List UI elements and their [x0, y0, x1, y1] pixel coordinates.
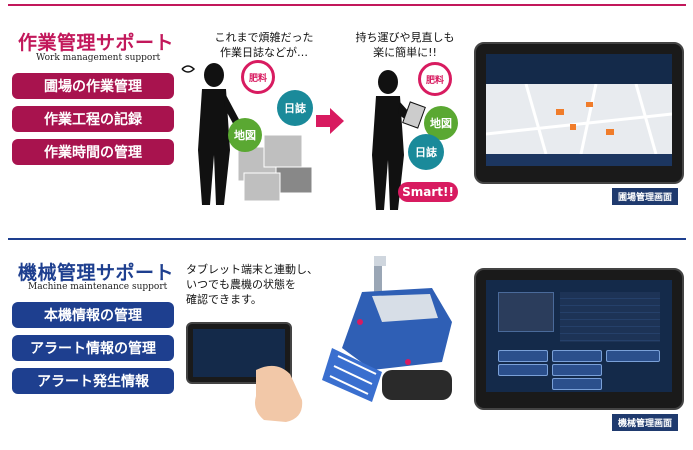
machine-section-subtitle: Machine maintenance support	[28, 282, 168, 292]
machine-screen-label: 機械管理画面	[612, 414, 679, 431]
machine-item-alert-occur: アラート発生情報	[12, 368, 174, 394]
screen-button-1[interactable]	[498, 350, 548, 362]
map-circle-right: 地図	[424, 106, 458, 140]
work-section-subtitle: Work management support	[36, 53, 161, 63]
screen-button-3[interactable]	[606, 350, 660, 362]
field-map-screen	[486, 54, 672, 166]
machine-section-title: 機械管理サポート	[18, 262, 175, 284]
diary-circle-right: 日誌	[408, 134, 444, 170]
field-screen-label: 圃場管理画面	[612, 188, 679, 205]
work-item-field: 圃場の作業管理	[12, 73, 174, 99]
smart-badge: Smart!!	[398, 182, 458, 202]
machine-item-info: 本機情報の管理	[12, 302, 174, 328]
machine-management-tablet	[474, 268, 684, 410]
fertilizer-icon-left: 肥料	[241, 60, 275, 94]
screen-button-2[interactable]	[552, 350, 602, 362]
screen-button-6[interactable]	[552, 378, 602, 390]
screen-button-5[interactable]	[552, 364, 602, 376]
screen-button-4[interactable]	[498, 364, 548, 376]
screen-footer	[486, 154, 672, 166]
map-roads	[486, 84, 672, 154]
fertilizer-icon-right: 肥料	[418, 62, 452, 96]
machine-spec-table	[560, 292, 660, 342]
combine-harvester-illustration	[322, 256, 452, 402]
person-illustration-right	[372, 70, 426, 210]
hand-illustration	[255, 365, 303, 422]
diary-circle-left: 日誌	[277, 90, 313, 126]
machine-info-screen	[486, 280, 672, 392]
work-section-title: 作業管理サポート	[18, 32, 175, 54]
work-item-time: 作業時間の管理	[12, 139, 174, 165]
caption-after: 持ち運びや見直しも 楽に簡単に!!	[355, 31, 455, 59]
machine-photo	[498, 292, 554, 332]
machine-caption: タブレット端末と連動し、 いつでも農機の状態を 確認できます。	[186, 263, 318, 306]
arrow-right-icon	[316, 108, 344, 134]
machine-item-alert-manage: アラート情報の管理	[12, 335, 174, 361]
screen-header	[486, 54, 672, 84]
bottom-divider	[8, 238, 686, 240]
top-divider	[8, 4, 686, 6]
caption-before: これまで煩雑だった 作業日誌などが…	[214, 31, 314, 59]
map-circle-left: 地図	[228, 118, 262, 152]
field-management-tablet	[474, 42, 684, 184]
work-item-process: 作業工程の記録	[12, 106, 174, 132]
person-illustration-left	[181, 63, 313, 205]
